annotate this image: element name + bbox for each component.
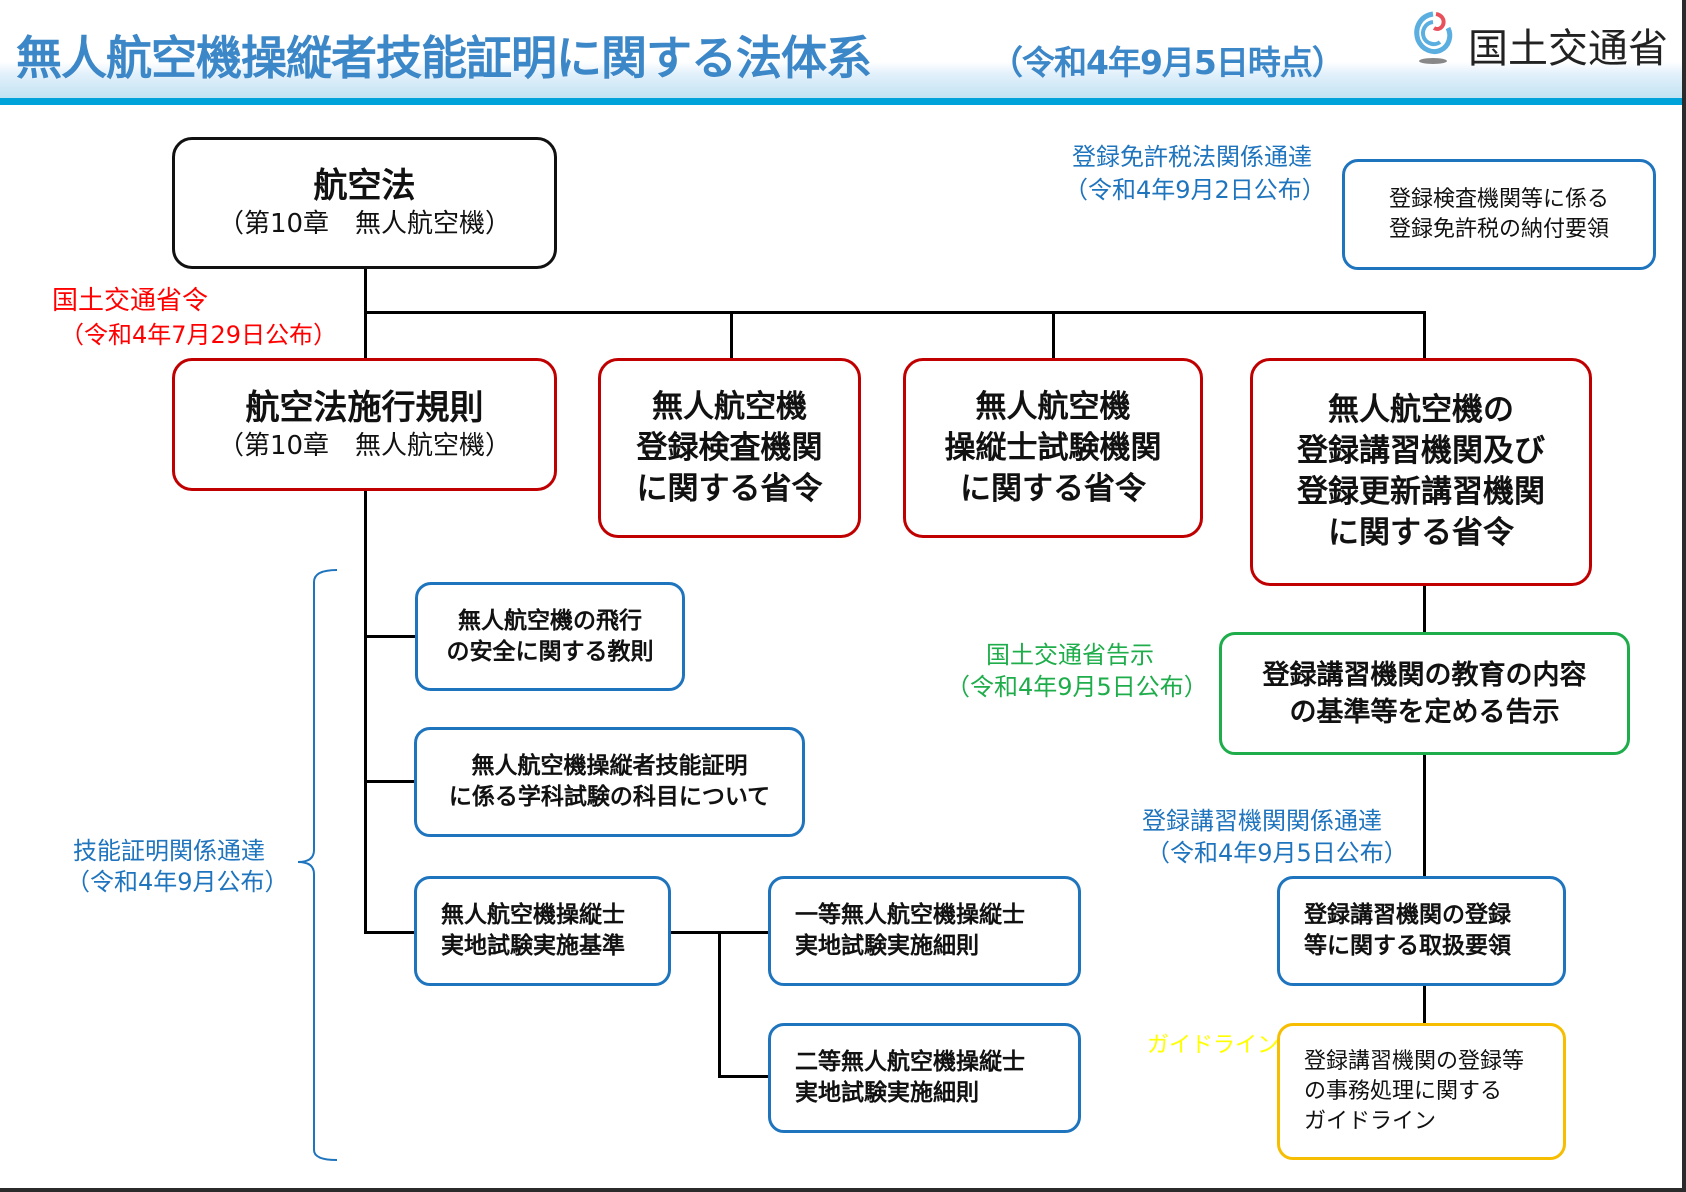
label-mlit-ordinance: 国土交通省令 xyxy=(52,286,208,317)
node-enforcement-regulation[interactable]: 航空法施行規則 （第10章 無人航空機） xyxy=(172,358,557,491)
node-ordinance-exam-body[interactable]: 無人航空機 操縦士試験機関 に関する省令 xyxy=(903,358,1203,538)
label-training-notice: 登録講習機関関係通達 xyxy=(1142,807,1382,835)
label-guideline: ガイドライン xyxy=(1147,1033,1280,1058)
node-written-exam-subjects[interactable]: 無人航空機操縦者技能証明 に係る学科試験の科目について xyxy=(414,727,805,837)
connector-details-vertical xyxy=(718,931,721,1077)
node-practical-exam-standard[interactable]: 無人航空機操縦士 実地試験実施基準 xyxy=(414,876,671,986)
node-line: 実地試験実施基準 xyxy=(441,933,625,959)
label-tax-notice: 登録免許税法関係通達 xyxy=(1072,143,1312,171)
node-subtitle: （第10章 無人航空機） xyxy=(217,430,512,461)
page-subtitle-date: （令和4年9月5日時点） xyxy=(990,43,1345,82)
page-title: 無人航空機操縦者技能証明に関する法体系 xyxy=(16,31,872,85)
label-skill-notice: 技能証明関係通達 xyxy=(73,837,265,865)
connector-to-safety-rules xyxy=(364,635,415,638)
node-line: 登録講習機関の登録等 xyxy=(1304,1048,1525,1074)
node-line: 実地試験実施細則 xyxy=(795,1080,979,1106)
node-line: の安全に関する教則 xyxy=(446,638,654,665)
label-training-notice-date: （令和4年9月5日公布） xyxy=(1146,839,1408,867)
node-line: ガイドライン xyxy=(1304,1108,1437,1134)
node-line: に係る学科試験の科目について xyxy=(448,784,771,810)
node-line: 登録検査機関 xyxy=(636,429,823,466)
node-practical-exam-second-class[interactable]: 二等無人航空機操縦士 実地試験実施細則 xyxy=(768,1023,1081,1133)
connector-drop-training xyxy=(1423,311,1426,359)
node-line: の基準等を定める告示 xyxy=(1289,696,1560,728)
node-line: 登録検査機関等に係る xyxy=(1388,186,1609,212)
node-line: 操縦士試験機関 xyxy=(944,429,1162,466)
node-flight-safety-rules[interactable]: 無人航空機の飛行 の安全に関する教則 xyxy=(415,582,685,691)
connector-trunk-notices xyxy=(364,491,367,933)
node-line: 無人航空機操縦士 xyxy=(441,902,625,928)
node-practical-exam-first-class[interactable]: 一等無人航空機操縦士 実地試験実施細則 xyxy=(768,876,1081,986)
node-line: 無人航空機の xyxy=(1328,392,1514,428)
node-line: 一等無人航空機操縦士 xyxy=(795,902,1025,928)
node-ordinance-inspection-body[interactable]: 無人航空機 登録検査機関 に関する省令 xyxy=(598,358,861,538)
node-line: 登録更新講習機関 xyxy=(1297,474,1545,510)
node-title: 航空法 xyxy=(313,166,416,206)
label-skill-notice-date: （令和4年9月公布） xyxy=(66,868,289,896)
connector-to-practical-standard xyxy=(364,931,415,934)
node-title: 航空法施行規則 xyxy=(245,387,484,428)
node-ordinance-training-body[interactable]: 無人航空機の 登録講習機関及び 登録更新講習機関 に関する省令 xyxy=(1250,358,1592,586)
node-line: 登録免許税の納付要領 xyxy=(1388,216,1609,242)
node-aviation-act[interactable]: 航空法 （第10章 無人航空機） xyxy=(172,137,557,269)
label-name: 国土交通省令 xyxy=(52,286,209,316)
node-line: 二等無人航空機操縦士 xyxy=(795,1049,1025,1075)
connector-to-written-exam xyxy=(364,780,415,783)
node-line: 無人航空機の飛行 xyxy=(458,607,642,634)
node-line: 登録講習機関及び xyxy=(1297,433,1545,469)
connector-drop-exam xyxy=(1052,311,1055,359)
label-mlit-announcement: 国土交通省告示 xyxy=(986,641,1154,669)
node-education-standard-announcement[interactable]: 登録講習機関の教育の内容 の基準等を定める告示 xyxy=(1219,632,1630,755)
node-registration-handling-procedure[interactable]: 登録講習機関の登録 等に関する取扱要領 xyxy=(1277,876,1566,986)
node-tax-payment-procedure[interactable]: 登録検査機関等に係る 登録免許税の納付要領 xyxy=(1342,159,1656,270)
label-mlit-ordinance-date: （令和4年7月29日公布） xyxy=(60,321,338,349)
connector-branch-horizontal xyxy=(364,311,1426,314)
ministry-name: 国土交通省 xyxy=(1468,26,1668,72)
node-registration-guideline[interactable]: 登録講習機関の登録等 の事務処理に関する ガイドライン xyxy=(1277,1023,1566,1160)
node-line: 無人航空機 xyxy=(652,388,807,425)
connector-training-to-notice xyxy=(1423,586,1426,632)
node-line: の事務処理に関する xyxy=(1304,1078,1503,1104)
connector-to-second-class xyxy=(718,1075,768,1078)
node-line: に関する省令 xyxy=(960,470,1146,507)
connector-notice-to-handling xyxy=(1423,755,1426,876)
header-rule xyxy=(0,98,1682,105)
node-line: 等に関する取扱要領 xyxy=(1304,933,1511,959)
node-line: 無人航空機 xyxy=(975,388,1131,425)
node-line: 登録講習機関の登録 xyxy=(1304,902,1511,928)
node-line: 無人航空機操縦者技能証明 xyxy=(471,753,748,779)
node-line: 登録講習機関の教育の内容 xyxy=(1262,659,1587,691)
label-mlit-announcement-date: （令和4年9月5日公布） xyxy=(946,673,1208,701)
connector-drop-inspection xyxy=(730,311,733,359)
node-subtitle: （第10章 無人航空機） xyxy=(217,209,512,239)
node-line: に関する省令 xyxy=(1328,515,1514,551)
header-band xyxy=(0,62,1682,100)
mlit-logo-icon xyxy=(1414,11,1453,64)
node-line: 実地試験実施細則 xyxy=(795,933,979,959)
connector-handling-to-guideline xyxy=(1423,986,1426,1023)
node-line: に関する省令 xyxy=(636,470,823,507)
label-tax-notice-date: （令和4年9月2日公布） xyxy=(1064,176,1326,204)
